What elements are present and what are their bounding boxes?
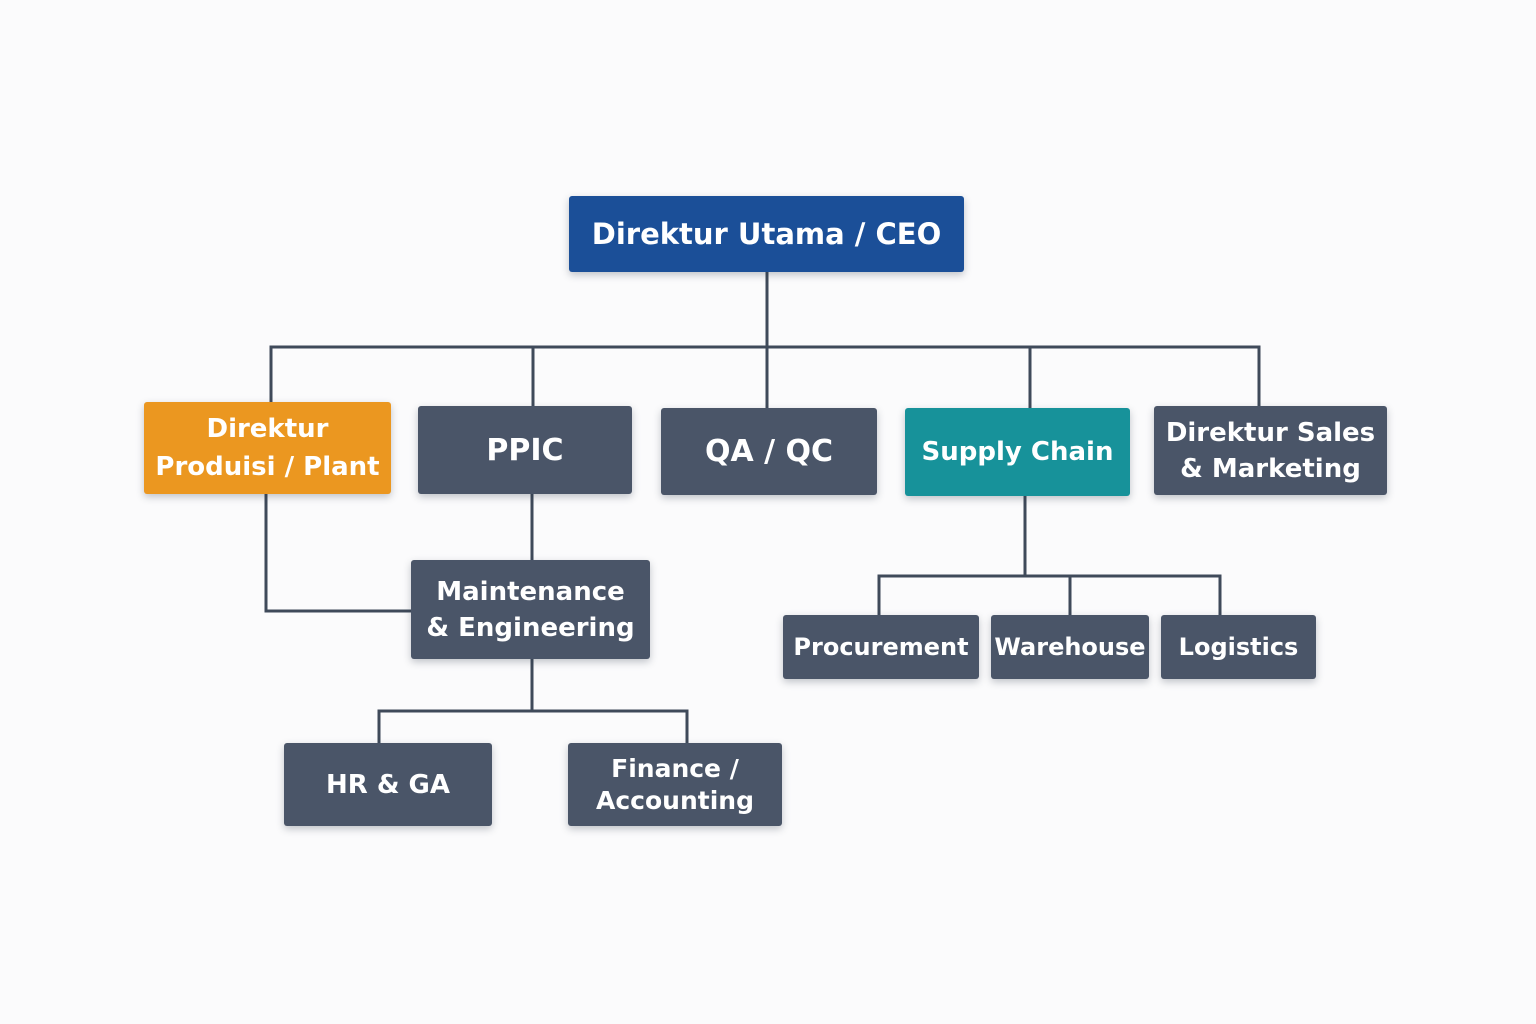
finance-accounting-label: Finance / Accounting <box>596 753 754 815</box>
maintenance-engineering-label: Maintenance & Engineering <box>426 576 635 643</box>
direktur-sales-marketing-box: Direktur Sales & Marketing <box>1154 406 1387 495</box>
supply-chain-box: Supply Chain <box>905 408 1130 496</box>
qa-qc-label: QA / QC <box>704 434 834 469</box>
logistics-label: Logistics <box>1178 633 1299 661</box>
direktur-produksi-label: Direktur Produisi / Plant <box>155 414 380 482</box>
warehouse-box: Warehouse <box>991 615 1149 679</box>
ceo-box: Direktur Utama / CEO <box>569 196 964 272</box>
ppic-label: PPIC <box>486 432 564 468</box>
ppic-box: PPIC <box>418 406 632 494</box>
logistics-box: Logistics <box>1161 615 1316 679</box>
direktur-sales-marketing-label: Direktur Sales & Marketing <box>1165 417 1376 484</box>
maintenance-engineering-box: Maintenance & Engineering <box>411 560 650 659</box>
supply-chain-label: Supply Chain <box>921 437 1114 467</box>
ceo-label: Direktur Utama / CEO <box>591 217 942 251</box>
direktur-produksi-box: Direktur Produisi / Plant <box>144 402 391 494</box>
procurement-label: Procurement <box>793 633 969 661</box>
qa-qc-box: QA / QC <box>661 408 877 495</box>
warehouse-label: Warehouse <box>994 633 1146 661</box>
finance-accounting-box: Finance / Accounting <box>568 743 782 826</box>
hr-ga-box: HR & GA <box>284 743 492 826</box>
procurement-box: Procurement <box>783 615 979 679</box>
hr-ga-label: HR & GA <box>325 769 451 800</box>
